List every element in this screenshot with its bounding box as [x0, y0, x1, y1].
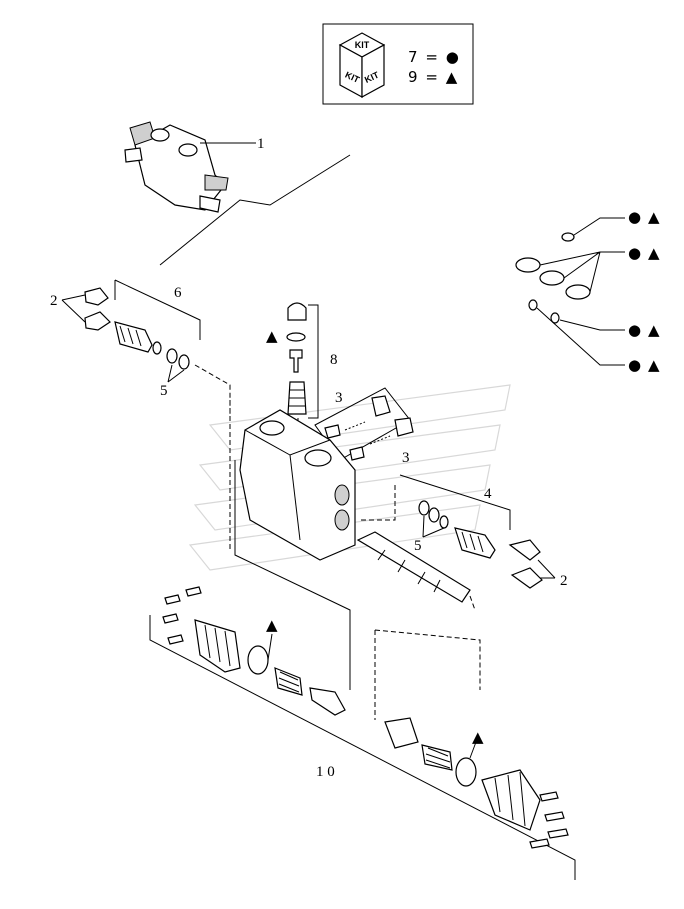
- callout-1: 1: [257, 136, 265, 152]
- callout-3-top: 3: [335, 390, 343, 406]
- kit-label-top: KIT: [355, 40, 370, 50]
- callout-2-right: 2: [560, 573, 568, 589]
- kit-9-number: 9: [408, 68, 418, 86]
- watermark-logo: [188, 384, 511, 571]
- callout-6: 6: [174, 285, 182, 301]
- triangle-icon-part-8: ▲: [266, 327, 278, 345]
- circle-icon-row-3: ●: [628, 321, 641, 339]
- right-spool-cap-group: 4 5 2: [360, 474, 568, 589]
- kit-7-equals: =: [425, 48, 438, 66]
- callout-5-left: 5: [160, 383, 168, 399]
- kit-7-number: 7: [408, 48, 418, 66]
- kit-box-icon: KIT KIT KIT: [338, 32, 386, 99]
- valve-assembly-part-1: 1: [124, 121, 351, 266]
- kit-7-circle-icon: ●: [446, 48, 459, 66]
- triangle-icon-row-4: ▲: [648, 356, 660, 374]
- end-cover-group-part-10: 1 0 ▲ ▲: [149, 586, 576, 880]
- callout-10: 1 0: [316, 764, 335, 780]
- callout-2-left: 2: [50, 293, 58, 309]
- left-spool-cap-group: 6 2 5: [50, 279, 231, 415]
- relief-valve-group-part-8: ▲ 8: [266, 302, 338, 440]
- oring-kit-group: ● ▲ ● ▲ ● ▲ ● ▲: [515, 208, 660, 374]
- callout-8: 8: [330, 352, 338, 368]
- callout-4: 4: [484, 486, 492, 502]
- main-valve-body: [229, 400, 356, 690]
- triangle-icon-row-2: ▲: [648, 244, 660, 262]
- callout-3-bottom: 3: [402, 450, 410, 466]
- callout-5-right: 5: [414, 538, 422, 554]
- triangle-icon-row-1: ▲: [648, 208, 660, 226]
- kit-9-triangle-icon: ▲: [446, 68, 458, 86]
- triangle-icon-right-cover: ▲: [472, 728, 484, 746]
- kit-9-equals: =: [425, 68, 438, 86]
- main-spool: [356, 531, 476, 611]
- kit-legend: KIT KIT KIT 7 = ● 9 = ▲: [322, 23, 474, 105]
- circle-icon-row-4: ●: [628, 356, 641, 374]
- check-valve-group-part-3: 3 3: [314, 387, 414, 466]
- kit-line-9: 9 = ▲: [408, 68, 458, 86]
- circle-icon-row-2: ●: [628, 244, 641, 262]
- circle-icon-row-1: ●: [628, 208, 641, 226]
- triangle-icon-left-cover: ▲: [266, 616, 278, 634]
- kit-line-7: 7 = ●: [408, 48, 459, 66]
- triangle-icon-row-3: ▲: [648, 321, 660, 339]
